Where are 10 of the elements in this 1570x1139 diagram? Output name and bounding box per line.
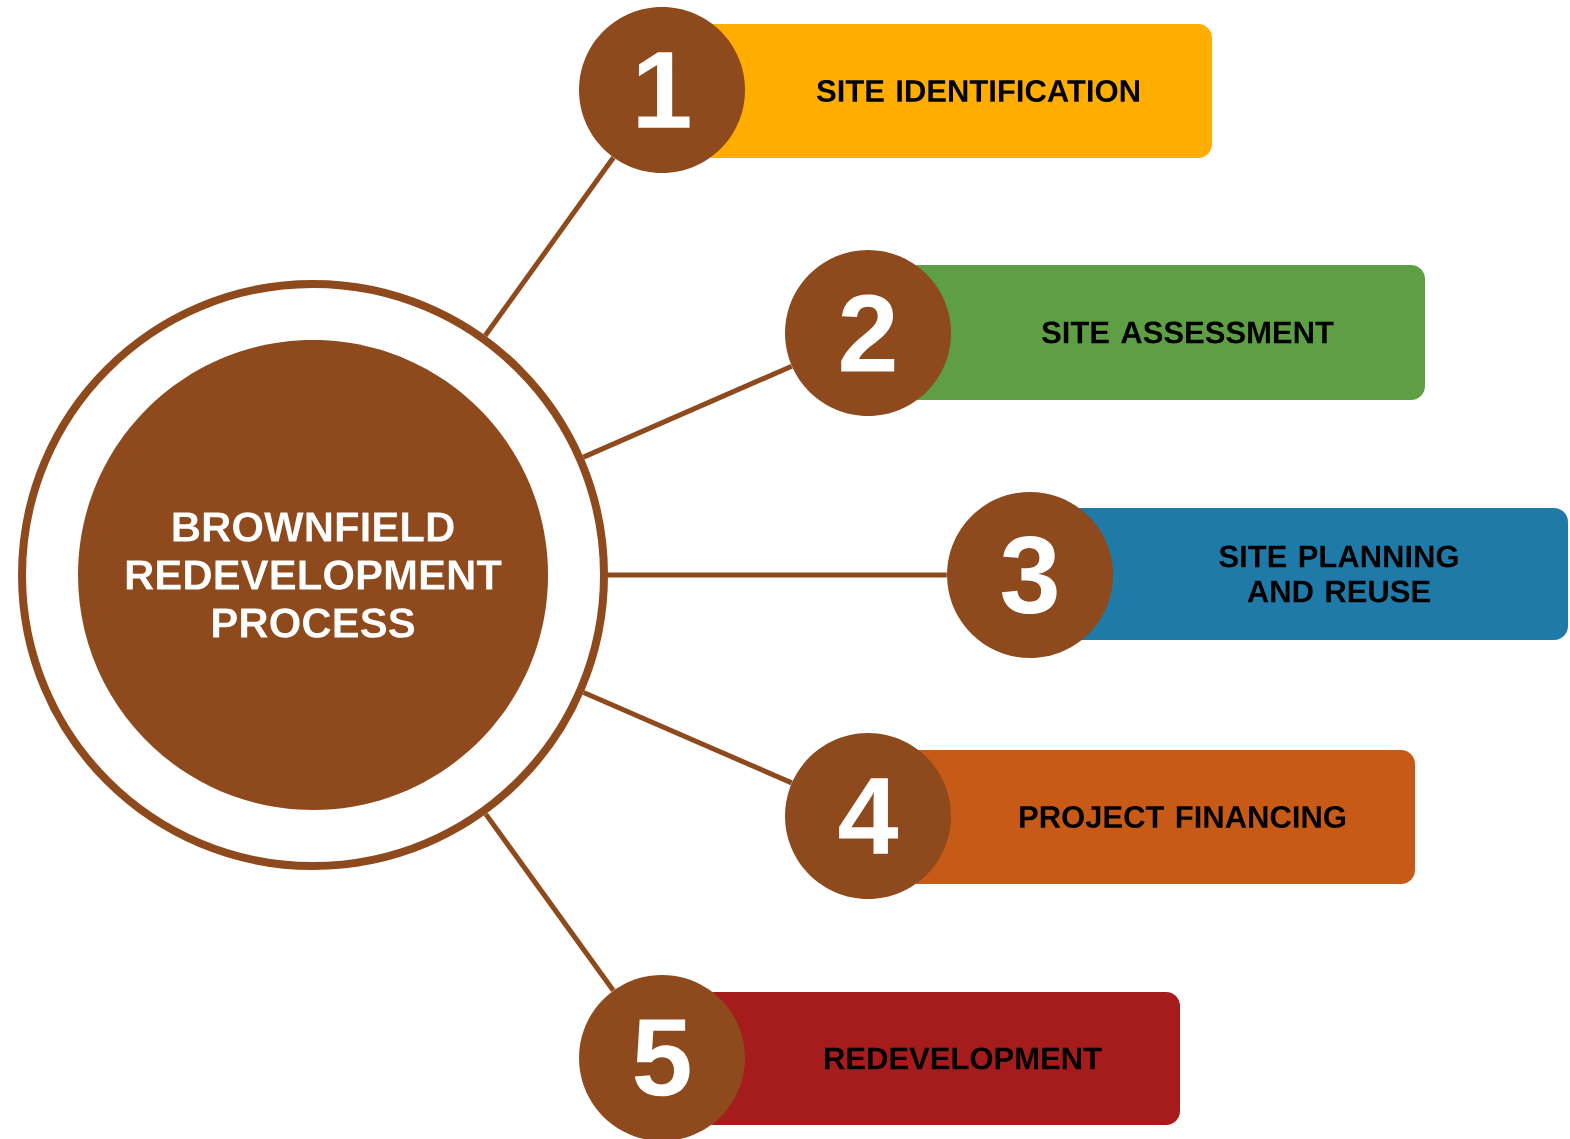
step-band: SITE IDENTIFICATION bbox=[700, 24, 1212, 158]
connector-line bbox=[608, 572, 947, 578]
step-band: SITE PLANNING AND REUSE bbox=[1065, 508, 1568, 640]
connector-line bbox=[483, 812, 616, 993]
connector-line bbox=[483, 156, 616, 337]
step-band: SITE ASSESSMENT bbox=[905, 265, 1425, 400]
step-band: PROJECT FINANCING bbox=[905, 750, 1415, 884]
connector-line bbox=[582, 690, 793, 786]
connector-line bbox=[582, 363, 793, 460]
step-band: REDEVELOPMENT bbox=[700, 992, 1180, 1125]
